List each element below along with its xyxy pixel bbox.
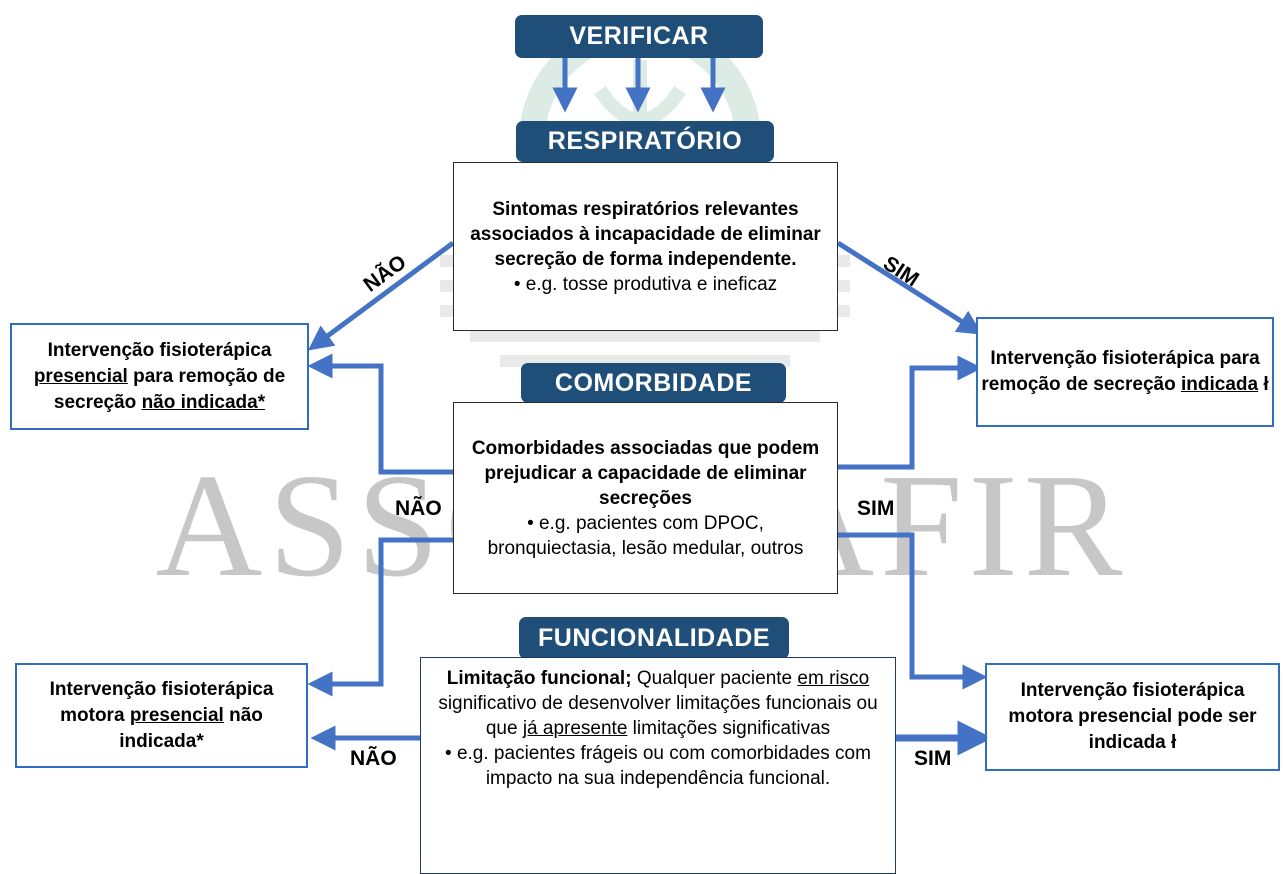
outcome-text: Intervenção fisioterápica [47, 339, 272, 361]
arrow-resp-nao [307, 240, 455, 351]
header-respiratorio: RESPIRATÓRIO [516, 121, 774, 162]
outcome-underlined: presencial [129, 704, 224, 726]
funcionalidade-criteria-box: Limitação funcional; Qualquer paciente e… [420, 657, 896, 874]
header-comorbidade: COMORBIDADE [521, 363, 786, 403]
comorbidade-criteria-box: Comorbidades associadas que podem prejud… [453, 402, 838, 594]
respiratorio-criteria-box: Sintomas respiratórios relevantes associ… [453, 162, 838, 331]
outcome-func-indicated: Intervenção fisioterápica motora presenc… [985, 663, 1280, 771]
comorbidade-criteria-title: Comorbidades associadas que podem prejud… [471, 437, 820, 509]
arrow-resp-sim [836, 240, 983, 335]
outcome-resp-indicated: Intervenção fisioterápica para remoção d… [976, 317, 1274, 427]
funcionalidade-underlined-em-risco: em risco [797, 668, 870, 689]
outcome-underlined: indicada [1180, 374, 1259, 395]
outcome-underlined: presencial [33, 365, 128, 387]
outcome-text: Intervenção fisioterápica motora presenc… [1008, 680, 1257, 753]
funcionalidade-criteria-example: • e.g. pacientes frágeis ou com comorbid… [445, 743, 871, 789]
outcome-text: não indicada* [119, 704, 263, 752]
arrow-comorb-func-nao [307, 537, 453, 697]
header-funcionalidade: FUNCIONALIDADE [519, 617, 789, 659]
comorbidade-criteria-example: • e.g. pacientes com DPOC, bronquiectasi… [487, 512, 804, 559]
label-sim-comorb: SIM [857, 497, 895, 520]
outcome-text: para remoção de secreção [53, 365, 286, 413]
outcome-underlined: não indicada* [141, 391, 266, 413]
outcome-text: ł [1258, 374, 1269, 395]
outcome-resp-not-indicated: Intervenção fisioterápica presencial para… [10, 323, 309, 430]
arrow-comorb-func-sim [838, 532, 988, 690]
respiratorio-criteria-example: • e.g. tosse produtiva e ineficaz [513, 273, 778, 295]
funcionalidade-text-part: limitações significativas [627, 718, 831, 739]
arrow-comorb-nao [307, 353, 453, 475]
respiratorio-criteria-title: Sintomas respiratórios relevantes associ… [470, 198, 821, 270]
label-sim-func: SIM [914, 747, 952, 770]
funcionalidade-text-part: significativo de desenvolver limitações … [438, 693, 878, 739]
outcome-text: Intervenção fisioterápica para remoção d… [981, 348, 1260, 395]
label-nao-func: NÃO [350, 747, 397, 770]
funcionalidade-text-part: Qualquer paciente [631, 668, 798, 689]
funcionalidade-underlined-ja-apresente: já apresente [522, 718, 628, 739]
label-nao-comorb: NÃO [395, 497, 442, 520]
funcionalidade-criteria-text: Limitação funcional; Qualquer paciente e… [431, 666, 885, 741]
outcome-text: Intervenção fisioterápica motora [49, 678, 274, 726]
funcionalidade-criteria-title: Limitação funcional; [446, 668, 632, 689]
arrow-comorb-sim [838, 355, 983, 470]
header-verificar: VERIFICAR [515, 15, 763, 58]
outcome-func-not-indicated: Intervenção fisioterápica motora presenc… [15, 663, 308, 768]
